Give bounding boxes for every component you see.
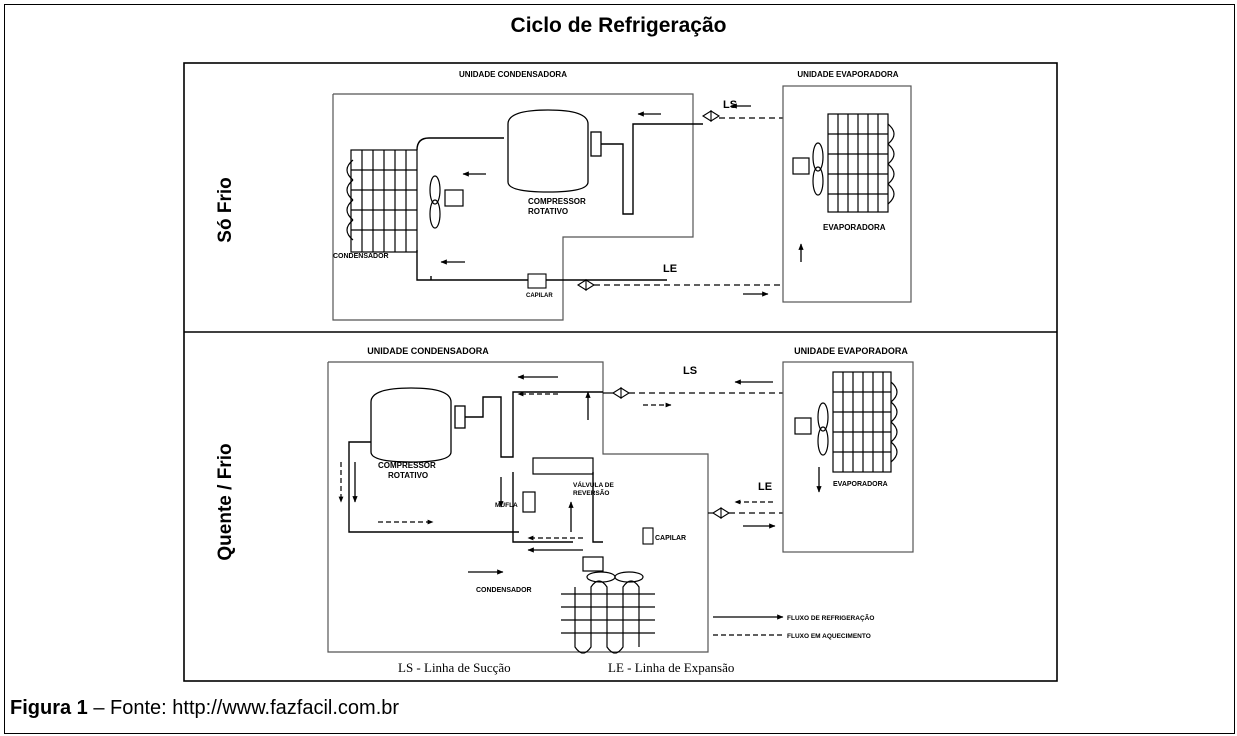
legend-heating-label: FLUXO EM AQUECIMENTO	[787, 633, 871, 640]
ls-definition: LS - Linha de Sucção	[398, 660, 511, 675]
condenser-fan	[429, 175, 464, 229]
side-label-heat-cool: Quente / Frio	[215, 443, 236, 560]
condensing-unit-outline	[327, 361, 709, 653]
condensing-unit-label: UNIDADE CONDENSADORA	[459, 70, 567, 79]
evaporator-unit-label: UNIDADE EVAPORADORA	[797, 70, 898, 79]
le-tag: LE	[663, 263, 677, 275]
figure-title: Ciclo de Refrigeração	[510, 14, 727, 37]
evaporator-label: EVAPORADORA	[823, 223, 886, 232]
evaporator-unit-outline	[782, 85, 912, 303]
evaporator-coil	[792, 113, 895, 213]
evaporator-unit-label: UNIDADE EVAPORADORA	[794, 346, 908, 356]
evaporator-unit-outline	[782, 361, 914, 553]
figure-caption: Figura 1 – Fonte: http://www.fazfacil.co…	[10, 697, 399, 720]
ls-tag: LS	[683, 365, 697, 377]
condenser-coil	[561, 556, 655, 654]
compressor	[507, 109, 602, 193]
condenser-label: CONDENSADOR	[476, 587, 532, 594]
compressor-label-1: COMPRESSOR	[528, 197, 586, 206]
condenser-coil	[346, 149, 418, 253]
legend-cooling-label: FLUXO DE REFRIGERAÇÃO	[787, 613, 874, 622]
reversing-valve	[532, 457, 594, 475]
bottom-piping	[348, 391, 603, 543]
capillary	[527, 273, 547, 289]
top-piping	[416, 123, 703, 281]
capillary-label: CAPILAR	[655, 535, 686, 542]
capillary-label: CAPILAR	[526, 293, 553, 299]
figure-frame	[4, 4, 1235, 734]
service-valves	[611, 387, 731, 519]
ls-tag: LS	[723, 99, 737, 111]
muffler-label: MUFLA	[495, 502, 518, 509]
diagram-border	[183, 62, 1058, 682]
le-definition: LE - Linha de Expansão	[608, 660, 734, 675]
compressor	[370, 387, 466, 463]
valve-label-2: REVERSÃO	[573, 488, 609, 497]
valve-label-1: VÁLVULA DE	[573, 480, 614, 489]
caption-text: – Fonte: http://www.fazfacil.com.br	[87, 697, 400, 719]
section-heat-cool: Quente / Frio UNIDADE CONDENSADORA COMPR…	[215, 346, 914, 654]
compressor-label-2: ROTATIVO	[388, 471, 428, 480]
muffler	[522, 491, 536, 513]
le-tag: LE	[758, 481, 772, 493]
capillary	[642, 527, 654, 545]
compressor-label-2: ROTATIVO	[528, 207, 568, 216]
evaporator-label: EVAPORADORA	[833, 481, 888, 488]
caption-label: Figura 1	[10, 697, 88, 719]
condenser-label: CONDENSADOR	[333, 253, 389, 260]
condensing-unit-label: UNIDADE CONDENSADORA	[367, 346, 489, 356]
section-cooling-only: Só Frio UNIDADE CONDENSADORA CONDENSADOR…	[215, 70, 912, 321]
compressor-label-1: COMPRESSOR	[378, 461, 436, 470]
service-valves	[576, 110, 721, 291]
side-label-cooling-only: Só Frio	[215, 177, 236, 242]
refrigeration-diagram: Só Frio UNIDADE CONDENSADORA CONDENSADOR…	[183, 62, 1058, 682]
flow-legend: FLUXO DE REFRIGERAÇÃO FLUXO EM AQUECIMEN…	[713, 613, 874, 640]
condensing-unit-outline	[332, 93, 694, 321]
evaporator-coil	[794, 371, 898, 473]
